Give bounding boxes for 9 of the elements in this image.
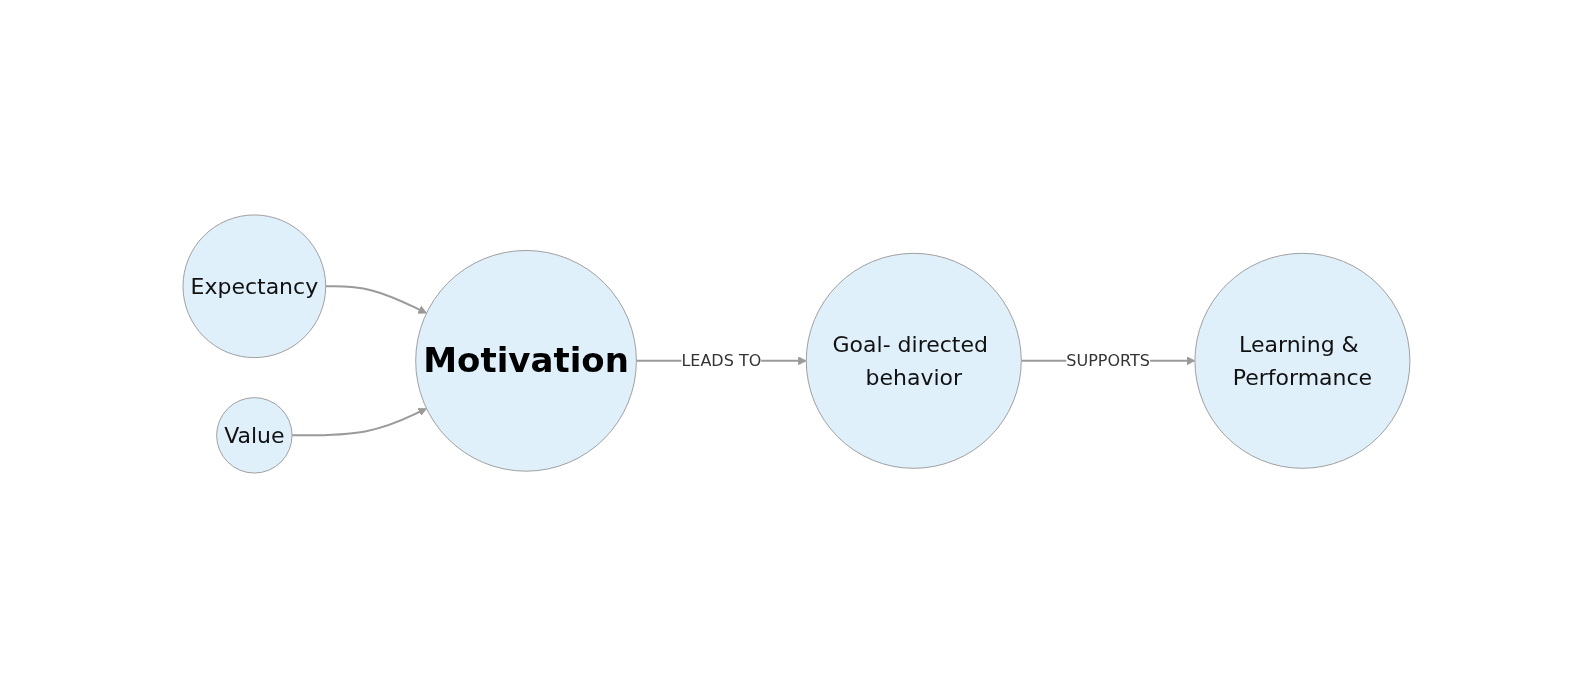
node-circle	[805, 252, 1022, 469]
edge-label: SUPPORTS	[1065, 350, 1150, 370]
arrow	[324, 285, 427, 314]
arrow	[290, 408, 427, 437]
node-circle	[1193, 252, 1410, 469]
node-circle	[182, 214, 326, 359]
edge-label: LEADS TO	[680, 350, 761, 370]
node-circle	[414, 249, 637, 472]
node-circle	[215, 397, 293, 474]
